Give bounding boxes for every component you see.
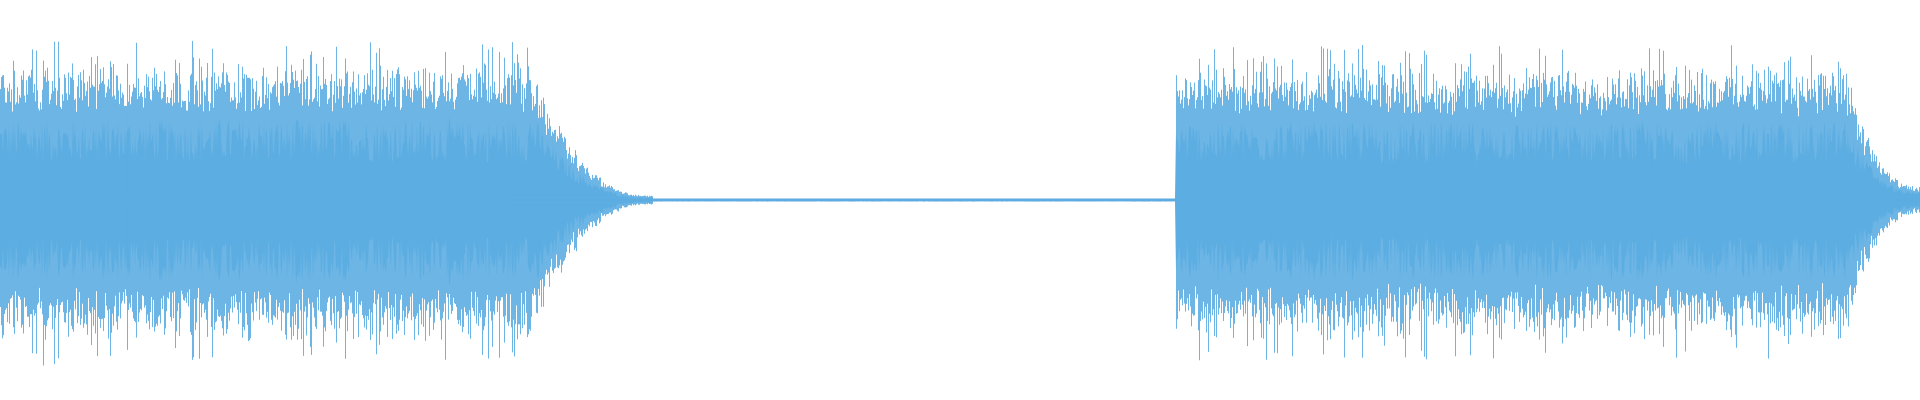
waveform-envelope (0, 118, 1920, 286)
waveform-signal (0, 40, 1920, 366)
